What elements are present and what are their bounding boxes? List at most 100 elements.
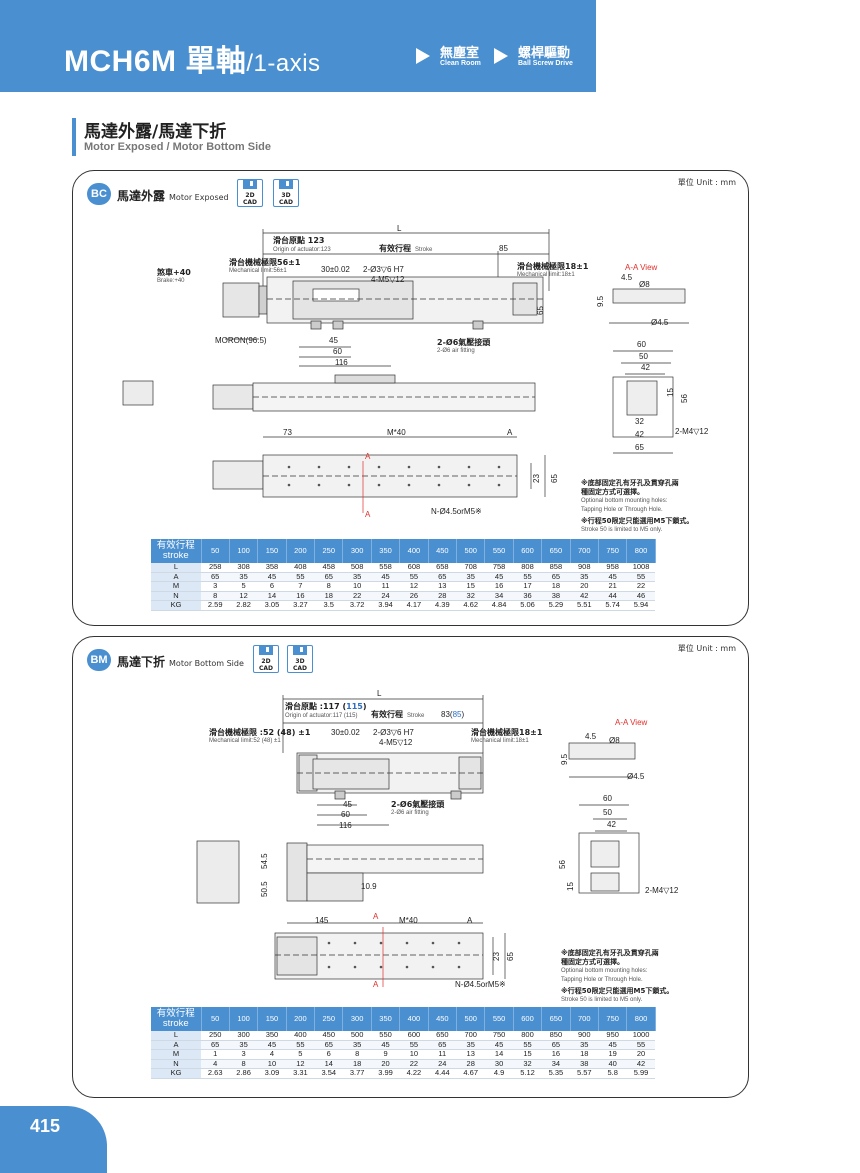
table-cell: 6 [269,581,275,590]
note-mounting: ※底部固定孔有牙孔及貫穿孔兩 種固定方式可選擇。 Optional bottom… [581,479,679,513]
header-banner: MCH6M 單軸/1-axis 無塵室 Clean Room 螺桿驅動 Ball… [0,0,596,92]
table-cell: 32 [513,1059,542,1069]
svg-text:9.5: 9.5 [560,753,569,765]
svg-text:Stroke: Stroke [407,713,425,719]
table-cell: 700 [464,1030,477,1039]
dim-L: L [377,689,382,698]
table-cell: 5.8 [607,1068,618,1077]
table-cell: 5.12 [520,1068,535,1077]
table-cell: 45 [257,1040,287,1050]
table-cell: 45 [598,1040,627,1050]
table-cell: 22 [636,581,646,590]
table-cell: 3.05 [264,600,280,609]
table-header-cell: 350 [371,539,401,563]
air-fitting-label: 2-Ø6氣壓接頭 [391,799,445,809]
table-cell: 65 [541,1040,571,1050]
svg-text:23: 23 [492,952,501,961]
brake-label: 煞車+40 [157,267,191,277]
table-cell: 14 [257,591,287,601]
table-cell: 18 [314,591,343,601]
mech-right: 滑台機械極限18±1 [471,727,543,737]
table-cell: 28 [456,1059,485,1069]
table-cell: 708 [464,562,477,571]
table-cell: 250 [208,1030,222,1039]
table-cell: 4.9 [493,1068,505,1077]
svg-text:50: 50 [603,808,612,817]
svg-text:145: 145 [315,916,329,925]
table-cell: 258 [208,562,222,571]
table-cell: 35 [570,572,599,582]
table-cell: 5 [298,1049,303,1058]
table-cell: 45 [484,572,514,582]
table-cell: 30 [484,1059,514,1069]
table-cell: 35 [229,1040,258,1050]
svg-text:A: A [467,916,473,925]
table-cell: 500 [350,1030,364,1039]
table-header-cell: 700 [570,539,599,563]
table-header-cell: 200 [286,1007,316,1031]
table-cell: 6 [326,1049,331,1058]
n-hole-label: N-Ø4.5orM5※ [455,980,506,989]
table-cell: 600 [407,1030,421,1039]
table-cell: 450 [322,1030,336,1039]
svg-text:23: 23 [532,474,541,483]
hole-spec-2: 4-M5▽12 [379,738,413,747]
table-cell: 5.35 [548,1068,564,1077]
row-label: L [151,562,201,572]
table-cell: 55 [286,572,315,582]
table-cell: 850 [549,1030,563,1039]
note-stroke50: ※行程50限定只能選用M5下鎖式。 Stroke 50 is limited t… [561,987,674,1003]
svg-text:50.5: 50.5 [260,881,269,897]
svg-text:60: 60 [637,340,646,349]
row-label: M [151,1049,201,1059]
svg-text:60: 60 [333,347,342,356]
table-cell: 5.99 [633,1068,649,1077]
row-label: KG [151,600,201,610]
table-cell: 950 [606,1030,619,1039]
m4-label: 2-M4▽12 [645,886,679,895]
table-cell: 35 [456,572,485,582]
table-cell: 1008 [632,562,650,571]
table-cell: 308 [237,562,250,571]
table-cell: 65 [428,1040,457,1050]
cad-folder-icon [259,645,273,655]
table-header-cell: 750 [598,1007,628,1031]
svg-text:56: 56 [680,394,689,403]
table-cell: 3.77 [349,1068,365,1077]
svg-text:Mechanical limit:52 (48) ±1: Mechanical limit:52 (48) ±1 [209,738,281,744]
stroke-label: 有效行程 [379,243,411,253]
note-stroke50: ※行程50限定只能選用M5下鎖式。 Stroke 50 is limited t… [581,517,694,533]
table-cell: 21 [608,581,617,590]
origin-label: 滑台原點 :117 (115) [285,701,366,711]
table-cell: 16 [551,1049,561,1058]
svg-text:65: 65 [635,443,644,452]
cad-folder-icon [279,179,293,189]
table-header-cell: 150 [257,539,287,563]
table-cell: 45 [257,572,287,582]
table-cell: 32 [456,591,485,601]
page-title: MCH6M 單軸/1-axis [64,36,321,80]
table-cell: 18 [551,581,561,590]
svg-text:Mechanical limit:56±1: Mechanical limit:56±1 [229,268,287,274]
table-cell: 3.94 [378,600,393,609]
table-cell: 36 [513,591,542,601]
table-header-cell: 200 [286,539,316,563]
unit-label: 單位 Unit : mm [677,644,736,653]
table-cell: 658 [436,562,449,571]
table-cell: 42 [570,591,599,601]
table-cell: 18 [580,1049,589,1058]
table-cell: 55 [399,1040,429,1050]
